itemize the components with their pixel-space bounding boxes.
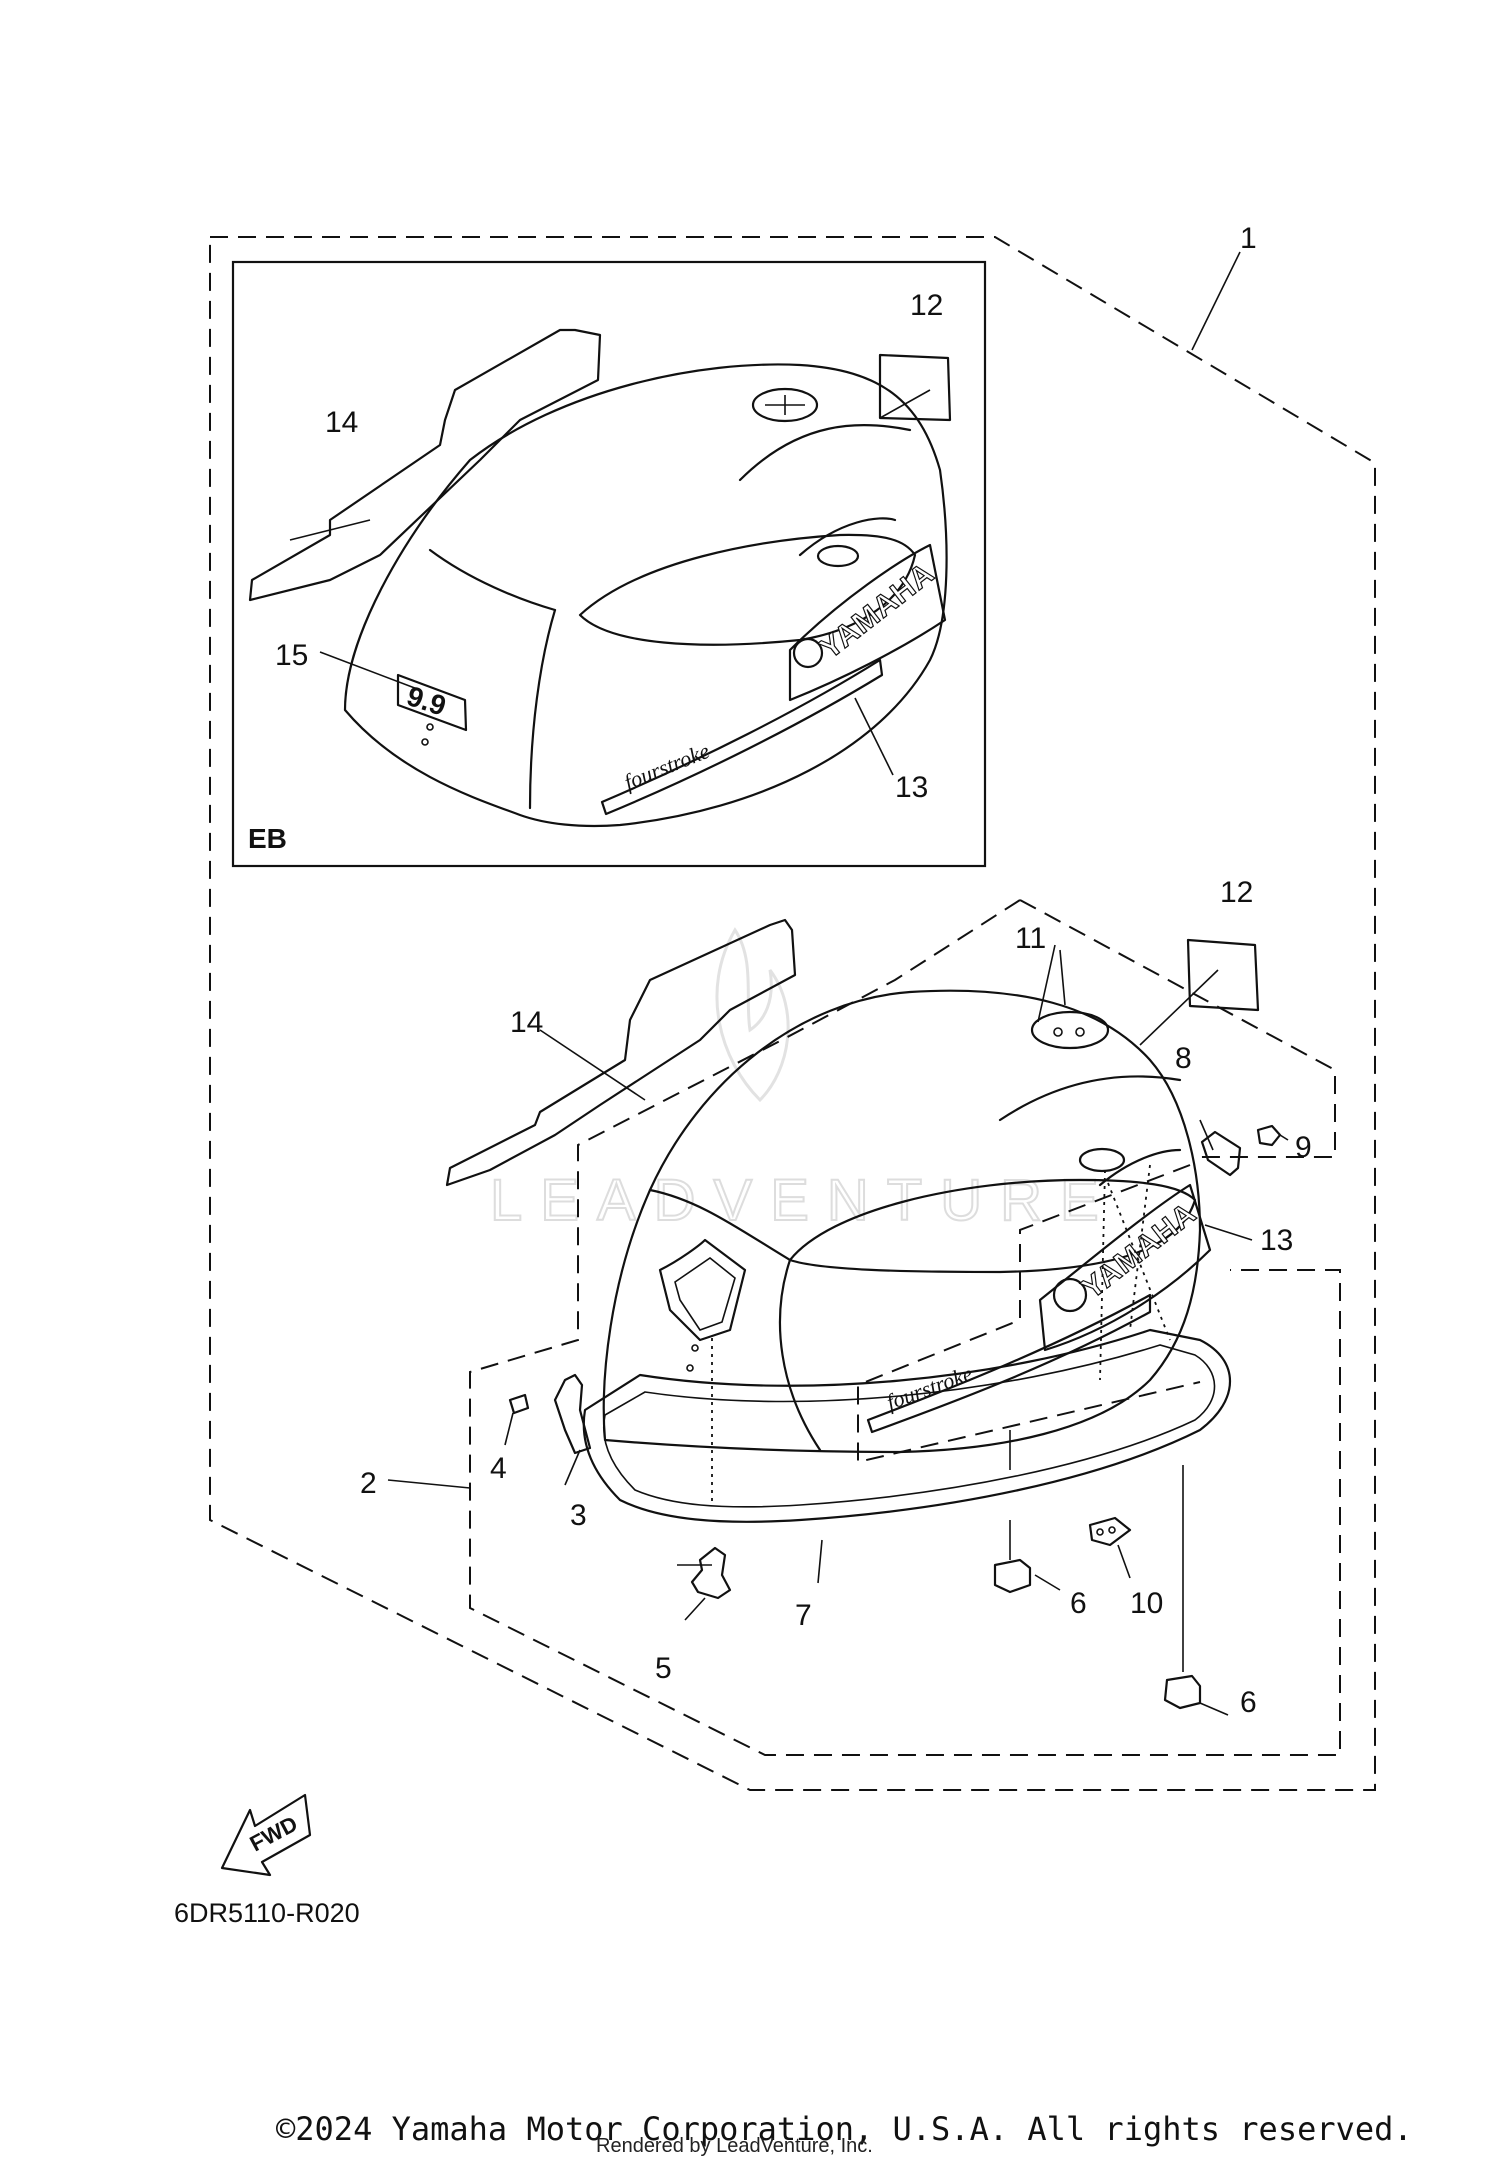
rendered-by-credit: Rendered by LeadVenture, Inc.: [596, 2135, 873, 2157]
fwd-arrow: FWD: [220, 1793, 312, 1877]
main-decal-14: [445, 918, 797, 1187]
callout-14-main: 14: [510, 1006, 543, 1039]
callout-5: 5: [655, 1652, 672, 1685]
callout-9: 9: [1295, 1131, 1312, 1164]
inset-yamaha-logo: YAMAHA: [792, 556, 941, 669]
subassembly-boundary-b: [857, 1164, 1201, 1464]
callout-7: 7: [795, 1599, 812, 1632]
callout-6b: 6: [1240, 1686, 1257, 1719]
hardware: [508, 1124, 1282, 1710]
diagram-code: 6DR5110-R020: [174, 1898, 360, 1928]
inset-label: EB: [248, 823, 287, 854]
callout-4: 4: [490, 1452, 507, 1485]
copyright-notice: ©2024 Yamaha Motor Corporation, U.S.A. A…: [276, 2110, 1413, 2148]
callout-12-main: 12: [1220, 876, 1253, 909]
callout-2: 2: [360, 1467, 377, 1500]
watermark: LEADVENTURE: [489, 927, 1117, 1234]
main-decal-12: [1186, 938, 1260, 1012]
callout-8: 8: [1175, 1042, 1192, 1075]
dotted-leaders: [711, 1164, 1171, 1505]
callout-3: 3: [570, 1499, 587, 1532]
inset-decal-12: [878, 353, 952, 422]
watermark-text: LEADVENTURE: [490, 1168, 1117, 1233]
subassembly-boundary-a: [469, 899, 1341, 1756]
callout-1: 1: [1240, 222, 1257, 255]
assembly-boundary: [209, 236, 1376, 1791]
fwd-label: FWD: [246, 1811, 302, 1857]
callout-14-inset: 14: [325, 406, 358, 439]
callouts: 1 12 14 15 13 12 11 14 8 9 13 2 4 3 7 6 …: [275, 222, 1312, 1719]
callout-13-inset: 13: [895, 771, 928, 804]
rubber-seal: [582, 1328, 1232, 1523]
callout-12-inset: 12: [910, 289, 943, 322]
inset-script-text: fourstroke: [621, 738, 714, 795]
inset-decal-14: [248, 328, 602, 602]
leader-lines: [289, 251, 1289, 1716]
callout-13-main: 13: [1260, 1224, 1293, 1257]
inset-frame: [231, 260, 987, 868]
callout-11: 11: [1015, 922, 1046, 955]
callout-10: 10: [1130, 1587, 1163, 1620]
callout-6a: 6: [1070, 1587, 1087, 1620]
inset-badge: 9.9: [396, 673, 468, 732]
callout-15: 15: [275, 639, 308, 672]
inset-cowling: YAMAHA fourstroke 9.9: [343, 363, 948, 828]
subassembly-boundary-cowling: [1019, 899, 1336, 1158]
